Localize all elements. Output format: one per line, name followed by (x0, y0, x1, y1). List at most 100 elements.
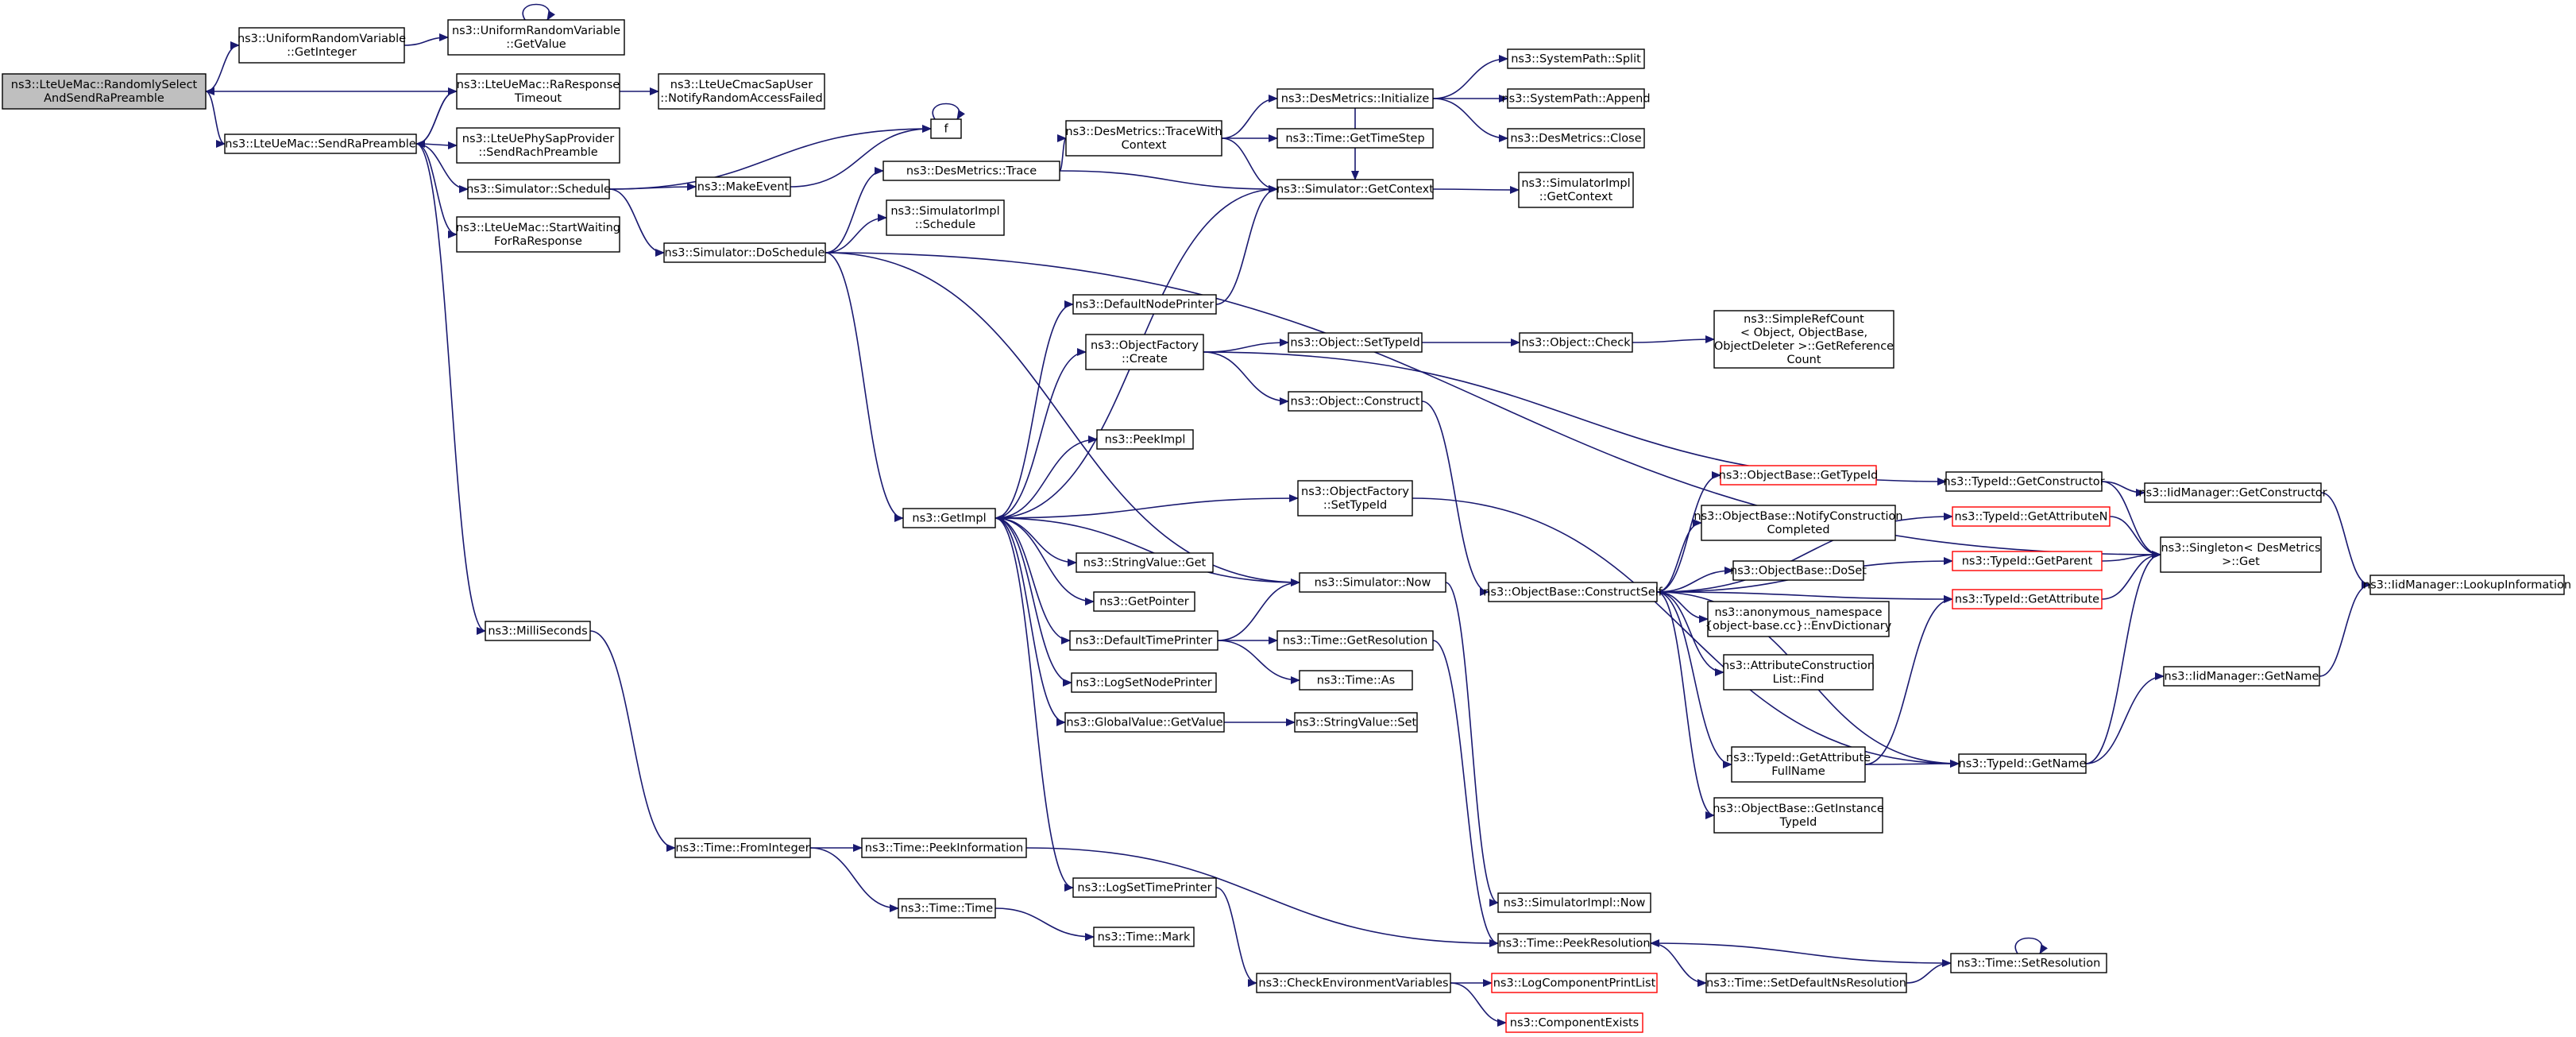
node-simimpl-sched[interactable]: ns3::SimulatorImpl::Schedule (886, 199, 1005, 236)
node-time-step[interactable]: ns3::Time::GetTimeStep (1276, 128, 1434, 149)
node-iid-lookup[interactable]: ns3::IidManager::LookupInformation (2363, 575, 2571, 595)
edge-of-create-to-obj-settypeid (1203, 339, 1289, 353)
node-singleton-get[interactable]: ns3::Singleton< DesMetrics>::Get (2160, 536, 2322, 573)
node-label: ns3::SimpleRefCount (1744, 313, 1864, 326)
node-ob-doset[interactable]: ns3::ObjectBase::DoSet (1730, 560, 1867, 581)
node-anon-envdict[interactable]: ns3::anonymous_namespace{object-base.cc}… (1705, 601, 1892, 637)
node-box (1505, 1012, 1643, 1033)
node-send-rach[interactable]: ns3::LteUePhySapProvider::SendRachPreamb… (456, 127, 620, 164)
node-sim-getctx[interactable]: ns3::Simulator::GetContext (1276, 179, 1434, 199)
node-sim-now[interactable]: ns3::Simulator::Now (1299, 572, 1446, 593)
node-time-mark[interactable]: ns3::Time::Mark (1093, 927, 1195, 947)
node-box (1288, 391, 1423, 412)
node-des-init[interactable]: ns3::DesMetrics::Initialize (1276, 88, 1434, 109)
node-make-event[interactable]: ns3::MakeEvent (695, 176, 791, 197)
edge-sim-dosched-to-des-trace (825, 167, 884, 253)
node-tid-getctor[interactable]: ns3::TypeId::GetConstructor (1943, 471, 2105, 492)
node-sv-set[interactable]: ns3::StringValue::Set (1294, 712, 1418, 733)
node-def-node-printer[interactable]: ns3::DefaultNodePrinter (1072, 294, 1217, 315)
node-of-settypeid[interactable]: ns3::ObjectFactory::SetTypeId (1297, 480, 1413, 517)
node-box (1705, 973, 1907, 993)
node-ob-construct-self[interactable]: ns3::ObjectBase::ConstructSelf (1483, 582, 1663, 602)
node-label: ns3::Time::FromInteger (675, 842, 809, 855)
node-log-setnode[interactable]: ns3::LogSetNodePrinter (1071, 672, 1217, 693)
node-peek-impl[interactable]: ns3::PeekImpl (1096, 429, 1194, 450)
node-tid-getparent[interactable]: ns3::TypeId::GetParent (1952, 551, 2103, 571)
node-label: ns3::MakeEvent (697, 181, 790, 194)
edge-des-trace-to-sim-getctx (1059, 170, 1278, 193)
node-label: ns3::Simulator::Now (1315, 577, 1431, 590)
node-label: ns3::StringValue::Set (1296, 717, 1417, 729)
node-of-create[interactable]: ns3::ObjectFactory::Create (1085, 334, 1204, 370)
node-ure-getval[interactable]: ns3::UniformRandomVariable::GetValue (447, 19, 625, 56)
node-time-setres[interactable]: ns3::Time::SetResolution (1950, 953, 2107, 973)
node-log-comp-list[interactable]: ns3::LogComponentPrintList (1491, 973, 1658, 993)
node-time-peekinfo[interactable]: ns3::Time::PeekInformation (861, 838, 1027, 858)
node-obj-construct[interactable]: ns3::Object::Construct (1288, 391, 1423, 412)
node-label: ns3::TypeId::GetName (1959, 758, 2087, 771)
node-des-trace[interactable]: ns3::DesMetrics::Trace (882, 161, 1060, 181)
node-label: ns3::IidManager::LookupInformation (2363, 579, 2571, 592)
node-time-fromint[interactable]: ns3::Time::FromInteger (674, 838, 811, 858)
node-box (2160, 536, 2322, 573)
node-comp-exists[interactable]: ns3::ComponentExists (1505, 1012, 1643, 1033)
node-label: ns3::Time::SetResolution (1957, 958, 2101, 970)
node-box (1491, 973, 1658, 993)
node-get-impl[interactable]: ns3::GetImpl (902, 508, 996, 528)
node-tid-getattrn[interactable]: ns3::TypeId::GetAttributeN (1952, 506, 2111, 527)
edge-of-create-to-obj-construct (1203, 351, 1289, 405)
node-send-ra[interactable]: ns3::LteUeMac::SendRaPreamble (224, 133, 417, 154)
node-def-time-printer[interactable]: ns3::DefaultTimePrinter (1069, 630, 1218, 651)
node-tid-getattr[interactable]: ns3::TypeId::GetAttribute (1952, 589, 2103, 609)
node-sv-get[interactable]: ns3::StringValue::Get (1076, 552, 1214, 573)
node-iid-getname[interactable]: ns3::IidManager::GetName (2163, 666, 2320, 687)
node-check-env[interactable]: ns3::CheckEnvironmentVariables (1256, 973, 1451, 993)
node-f[interactable]: f (930, 118, 962, 139)
node-time-time[interactable]: ns3::Time::Time (898, 898, 996, 919)
node-label: ns3::ObjectBase::DoSet (1730, 565, 1867, 578)
node-label: ns3::LogSetTimePrinter (1077, 882, 1211, 895)
node-simimpl-getctx[interactable]: ns3::SimulatorImpl::GetContext (1518, 172, 1634, 208)
node-simple-ref[interactable]: ns3::SimpleRefCount< Object, ObjectBase,… (1713, 310, 1894, 369)
node-label: ns3::DefaultTimePrinter (1076, 635, 1212, 648)
node-time-getres[interactable]: ns3::Time::GetResolution (1276, 630, 1434, 651)
node-label: ns3::LteUePhySapProvider (462, 133, 615, 145)
node-ure-getint[interactable]: ns3::UniformRandomVariable::GetInteger (238, 27, 406, 64)
node-milli[interactable]: ns3::MilliSeconds (485, 621, 591, 641)
node-label: ns3::SystemPath::Append (1501, 93, 1650, 106)
node-ob-gettypeid[interactable]: ns3::ObjectBase::GetTypeId (1719, 465, 1879, 486)
node-obj-check[interactable]: ns3::Object::Check (1519, 332, 1633, 353)
node-label: ns3::IidManager::GetConstructor (2138, 487, 2327, 500)
edge-get-impl-to-log-settime (994, 517, 1074, 892)
edge-f-to-f (932, 103, 966, 120)
node-notify-ra[interactable]: ns3::LteUeCmacSapUser::NotifyRandomAcces… (658, 73, 825, 110)
node-tid-getname[interactable]: ns3::TypeId::GetName (1958, 753, 2087, 774)
node-sim-dosched[interactable]: ns3::Simulator::DoSchedule (663, 242, 826, 263)
node-box (1519, 332, 1633, 353)
node-time-peekres[interactable]: ns3::Time::PeekResolution (1497, 933, 1651, 954)
node-box (2144, 482, 2322, 503)
node-gv-getval[interactable]: ns3::GlobalValue::GetValue (1064, 712, 1225, 733)
node-time-setdefault[interactable]: ns3::Time::SetDefaultNsResolution (1705, 973, 1907, 993)
node-box (1299, 572, 1446, 593)
node-get-pointer[interactable]: ns3::GetPointer (1093, 591, 1195, 612)
edge-time-setres-to-time-peekres (1650, 939, 1952, 964)
node-label: ns3::LteUeMac::SendRaPreamble (225, 138, 416, 151)
node-obj-settypeid[interactable]: ns3::Object::SetTypeId (1288, 332, 1423, 353)
node-label: ns3::TypeId::GetAttribute (1955, 594, 2099, 606)
node-sp-split[interactable]: ns3::SystemPath::Split (1507, 48, 1645, 69)
node-sim-schedule[interactable]: ns3::Simulator::Schedule (466, 179, 611, 199)
node-log-settime[interactable]: ns3::LogSetTimePrinter (1072, 877, 1217, 898)
node-des-close[interactable]: ns3::DesMetrics::Close (1507, 128, 1645, 149)
node-sp-append[interactable]: ns3::SystemPath::Append (1501, 88, 1651, 109)
node-time-as[interactable]: ns3::Time::As (1299, 670, 1413, 691)
node-ob-notify[interactable]: ns3::ObjectBase::NotifyConstructionCompl… (1694, 505, 1903, 541)
node-simimpl-now[interactable]: ns3::SimulatorImpl::Now (1497, 892, 1651, 913)
node-iid-getctor[interactable]: ns3::IidManager::GetConstructor (2138, 482, 2327, 503)
